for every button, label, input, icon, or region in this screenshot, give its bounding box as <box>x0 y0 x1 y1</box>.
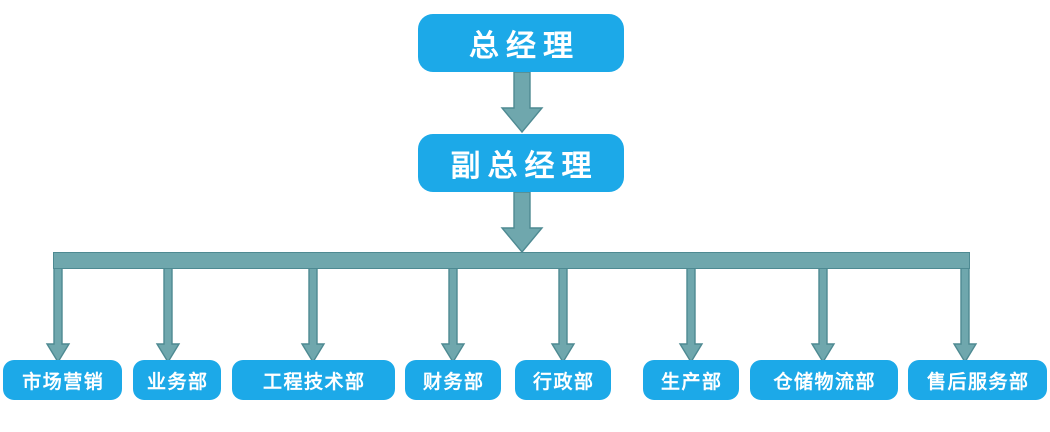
node-department-production-label: 生产部 <box>660 371 723 393</box>
arrow-to-administration <box>550 265 576 364</box>
node-deputy-general-manager[interactable]: 副总经理 <box>418 134 624 192</box>
node-department-engineering-tech-label: 工程技术部 <box>262 371 366 393</box>
node-department-administration-label: 行政部 <box>532 371 595 393</box>
node-department-production[interactable]: 生产部 <box>643 360 739 400</box>
node-department-marketing-label: 市场营销 <box>22 371 105 393</box>
arrow-to-production <box>678 265 704 364</box>
node-department-business[interactable]: 业务部 <box>133 360 221 400</box>
node-department-business-label: 业务部 <box>146 371 209 393</box>
node-general-manager[interactable]: 总经理 <box>418 14 624 72</box>
node-general-manager-label: 总经理 <box>469 30 580 63</box>
node-department-engineering-tech[interactable]: 工程技术部 <box>232 360 395 400</box>
bus-bar-horizontal <box>53 252 970 269</box>
node-department-after-sales[interactable]: 售后服务部 <box>908 360 1047 400</box>
arrow-to-marketing <box>45 265 71 364</box>
node-department-finance[interactable]: 财务部 <box>405 360 501 400</box>
arrow-to-finance <box>440 265 466 364</box>
arrow-to-engineering-tech <box>300 265 326 364</box>
node-department-warehouse-logistics-label: 仓储物流部 <box>773 371 876 393</box>
node-department-finance-label: 财务部 <box>422 371 485 393</box>
arrow-gm-to-dgm <box>497 71 547 134</box>
arrow-to-after-sales <box>952 265 978 364</box>
node-department-after-sales-label: 售后服务部 <box>926 371 1030 393</box>
node-department-warehouse-logistics[interactable]: 仓储物流部 <box>750 360 898 400</box>
node-department-administration[interactable]: 行政部 <box>515 360 611 400</box>
arrow-to-warehouse-logistics <box>810 265 836 364</box>
node-deputy-general-manager-label: 副总经理 <box>450 150 599 183</box>
arrow-dgm-to-bus <box>497 191 547 254</box>
node-department-marketing[interactable]: 市场营销 <box>3 360 122 400</box>
arrow-to-business <box>155 265 181 364</box>
